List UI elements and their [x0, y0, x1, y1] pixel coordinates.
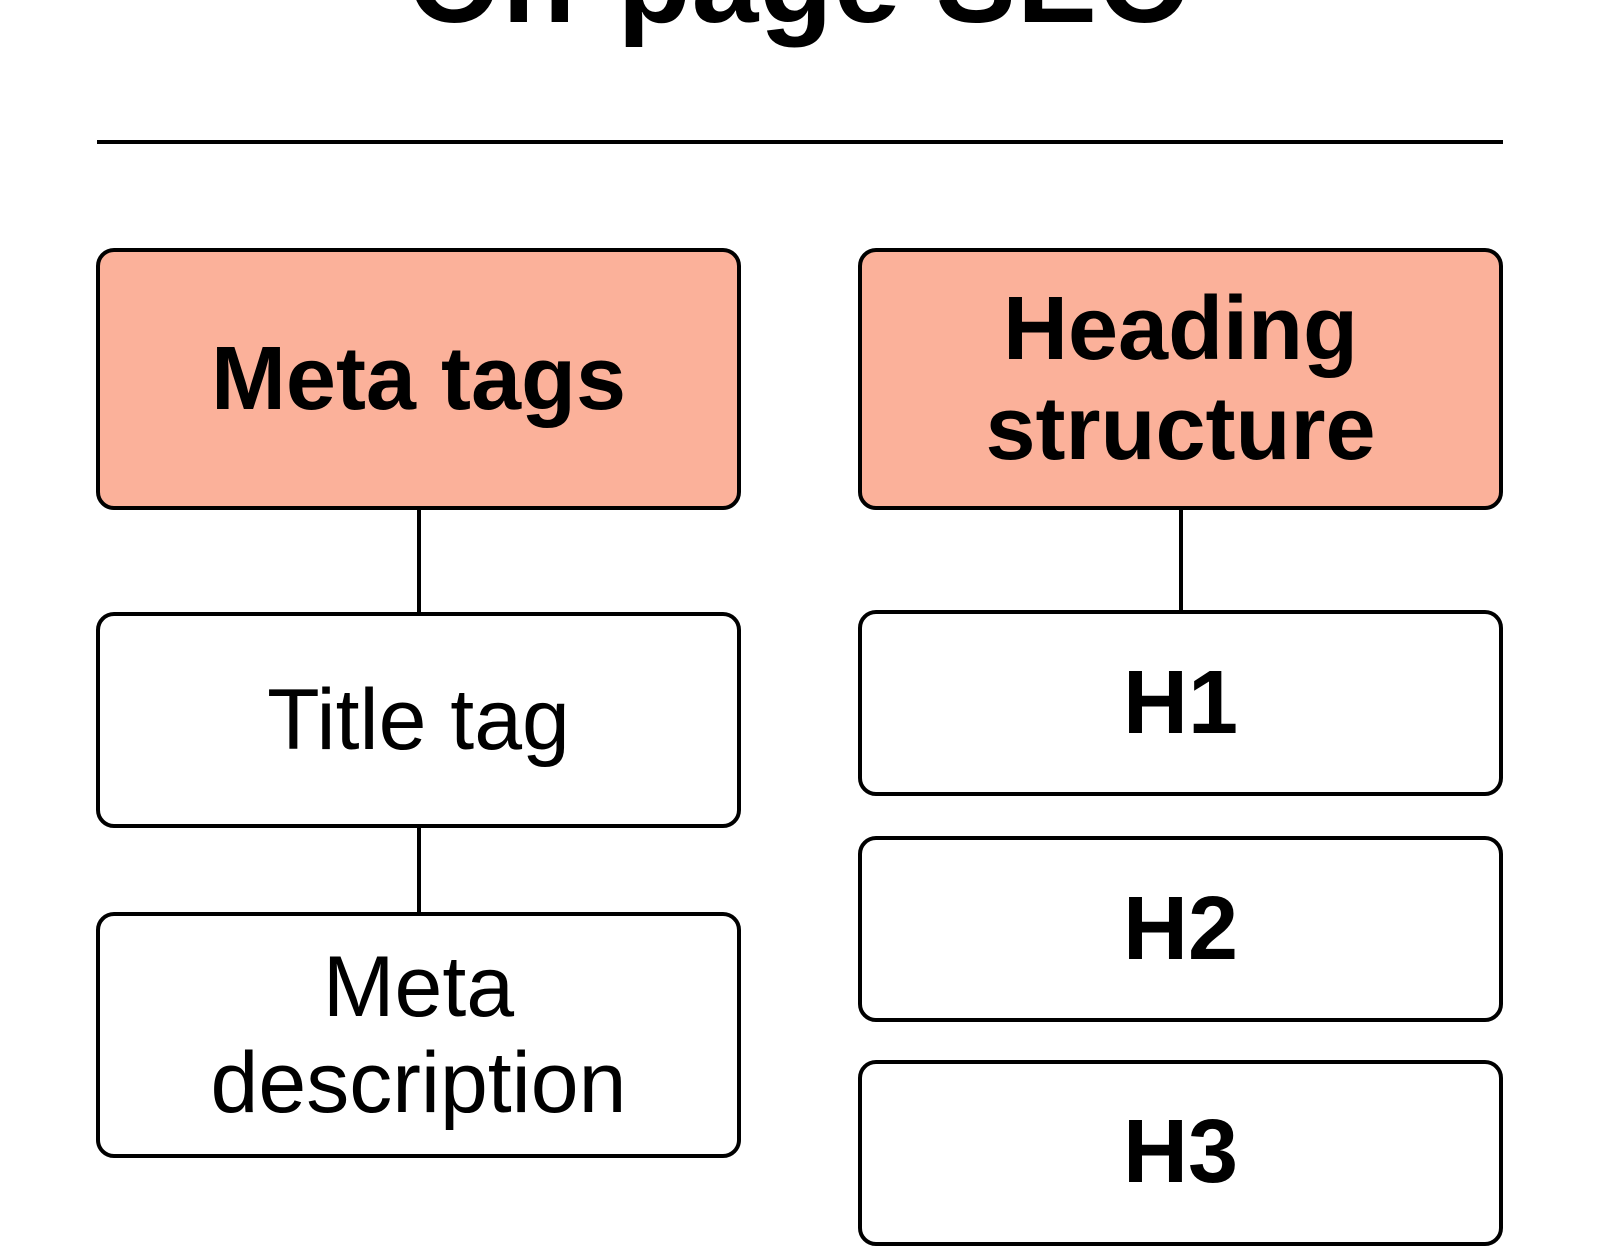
heading-structure-box: Heading structure: [858, 248, 1503, 510]
meta-tags-box: Meta tags: [96, 248, 741, 510]
h3-label: H3: [1122, 1102, 1239, 1202]
diagram-title: On-page SEO: [0, 0, 1600, 46]
connector-heading-structure-h1: [1179, 510, 1183, 610]
meta-description-box: Meta description: [96, 912, 741, 1158]
meta-tags-label: Meta tags: [210, 329, 627, 429]
h3-box: H3: [858, 1060, 1503, 1246]
connector-meta-tags-title-tag: [417, 510, 421, 612]
title-tag-label: Title tag: [267, 672, 570, 768]
title-tag-box: Title tag: [96, 612, 741, 828]
h1-box: H1: [858, 610, 1503, 796]
h2-box: H2: [858, 836, 1503, 1022]
connector-title-tag-meta-description: [417, 828, 421, 912]
h1-label: H1: [1122, 653, 1239, 753]
heading-structure-label: Heading structure: [985, 279, 1376, 479]
h2-label: H2: [1122, 879, 1239, 979]
meta-description-label: Meta description: [210, 939, 627, 1131]
title-divider: [97, 140, 1503, 144]
